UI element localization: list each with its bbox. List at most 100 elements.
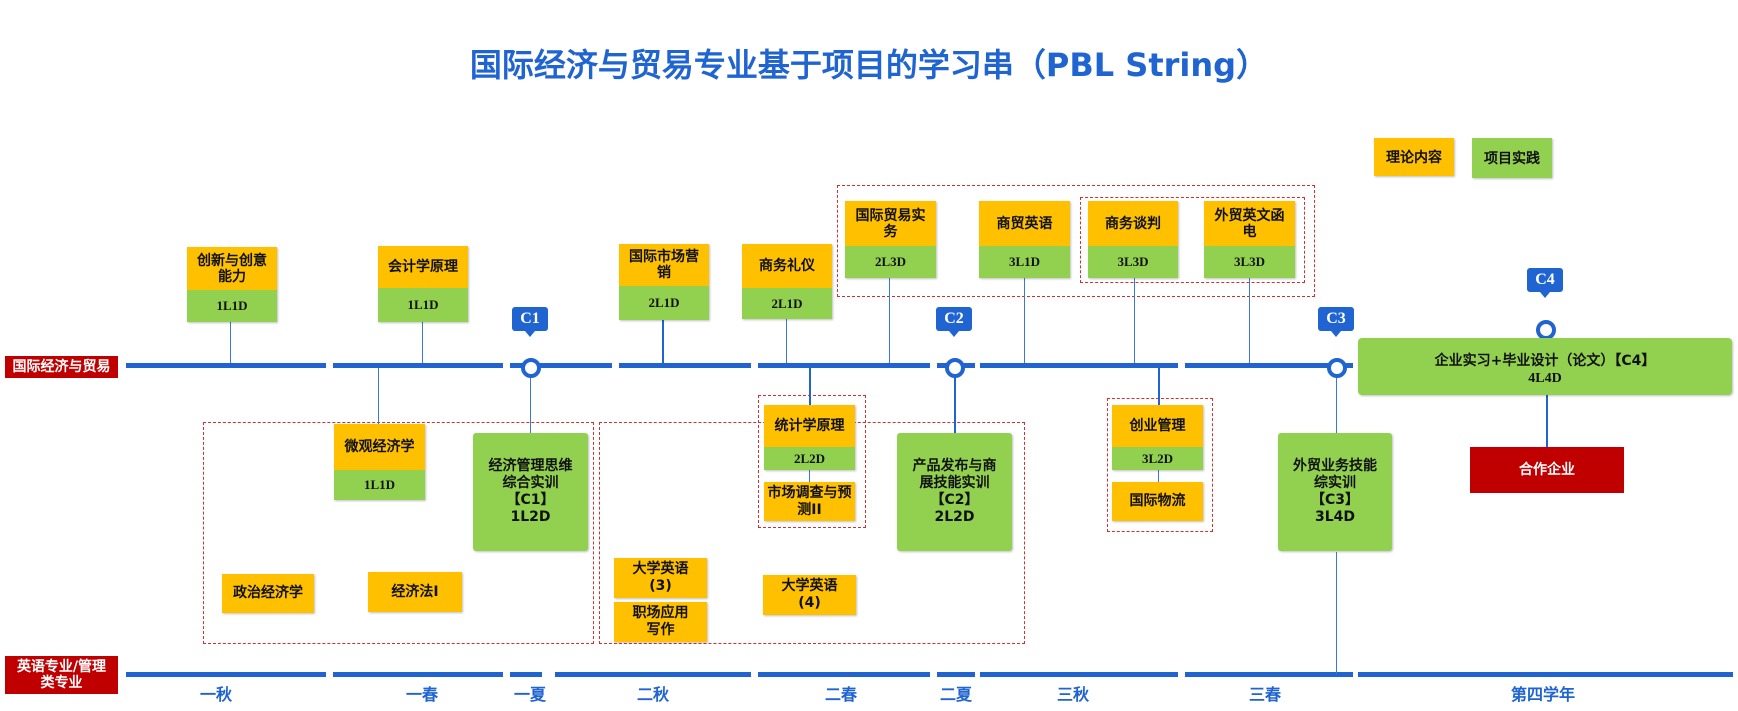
term-label: 一春 xyxy=(405,685,438,704)
course-etiquette[interactable]: 商务礼仪 2L1D xyxy=(742,244,832,319)
course-name: 外贸英文函电 xyxy=(1204,201,1295,246)
timeline-bottom-seg xyxy=(937,672,975,677)
milestone-c4-ring xyxy=(1536,320,1556,340)
course-political-economy[interactable]: 政治经济学 xyxy=(222,574,314,613)
connector xyxy=(1024,277,1025,363)
term-label: 二秋 xyxy=(636,685,669,704)
course-code: 2L2D xyxy=(764,447,855,470)
project-c1[interactable]: 经济管理思维 综合实训 【C1】 1L2D xyxy=(473,433,588,551)
course-workplace-writing[interactable]: 职场应用写作 xyxy=(614,602,707,642)
timeline-bottom-seg xyxy=(333,672,503,677)
course-code: 1L1D xyxy=(378,288,468,322)
group-year2-3-top xyxy=(837,185,1315,297)
timeline-bottom-seg xyxy=(1185,672,1353,677)
project-c2[interactable]: 产品发布与商 展技能实训 【C2】 2L2D xyxy=(897,433,1012,551)
course-economic-law[interactable]: 经济法I xyxy=(368,572,462,612)
project-c4-code: 4L4D xyxy=(1528,371,1562,386)
course-name: 国际贸易实务 xyxy=(845,201,936,246)
connector xyxy=(662,320,664,363)
course-code: 1L1D xyxy=(187,290,277,322)
course-microeconomics[interactable]: 微观经济学 1L1D xyxy=(334,424,425,500)
timeline-top-seg xyxy=(619,363,751,368)
connector xyxy=(378,368,379,424)
term-label: 三秋 xyxy=(1056,685,1089,704)
term-label: 三春 xyxy=(1248,685,1281,704)
course-english4[interactable]: 大学英语(4) xyxy=(763,575,856,615)
course-code: 1L1D xyxy=(334,470,425,500)
course-business-english[interactable]: 商贸英语 3L1D xyxy=(979,201,1070,278)
course-logistics[interactable]: 国际物流 xyxy=(1112,482,1203,521)
connector xyxy=(1158,368,1160,405)
course-code: 2L1D xyxy=(619,286,709,320)
partner-enterprise[interactable]: 合作企业 xyxy=(1470,447,1624,493)
project-c3[interactable]: 外贸业务技能 综实训 【C3】 3L4D xyxy=(1278,433,1392,551)
connector xyxy=(1249,277,1250,363)
course-code: 3L2D xyxy=(1112,447,1203,470)
timeline-bottom-seg xyxy=(126,672,326,677)
milestone-c2-pin[interactable]: C2 xyxy=(936,307,972,337)
milestone-c4-pin[interactable]: C4 xyxy=(1527,268,1563,298)
connector xyxy=(809,368,811,405)
course-name: 商务谈判 xyxy=(1088,201,1178,246)
term-label: 第四学年 xyxy=(1510,685,1575,704)
group-year3-top xyxy=(1080,197,1305,283)
project-c4-title: 企业实习+毕业设计（论文）【C4】 xyxy=(1434,353,1656,369)
group-startup xyxy=(1107,398,1213,532)
group-statistics xyxy=(758,395,866,528)
group-year1-bottom xyxy=(203,422,594,644)
term-label: 二春 xyxy=(824,685,857,704)
connector xyxy=(809,470,810,482)
connector xyxy=(889,277,890,363)
timeline-bottom-seg xyxy=(510,672,542,677)
diagram-title: 国际经济与贸易专业基于项目的学习串（PBL String） xyxy=(469,46,1269,84)
term-label: 二夏 xyxy=(939,685,972,704)
timeline-bottom-seg xyxy=(1358,672,1733,677)
milestone-c2-ring xyxy=(945,358,965,378)
connector xyxy=(786,319,787,363)
milestone-c1-pin[interactable]: C1 xyxy=(512,307,548,337)
course-correspondence[interactable]: 外贸英文函电 3L3D xyxy=(1204,201,1295,278)
course-name: 统计学原理 xyxy=(764,405,855,447)
course-trade-practice[interactable]: 国际贸易实务 2L3D xyxy=(845,201,936,278)
track-label-bottom: 英语专业/管理类专业 xyxy=(5,656,118,694)
milestone-c3-ring xyxy=(1327,358,1347,378)
connector xyxy=(422,322,423,363)
timeline-top-seg xyxy=(1185,363,1353,368)
connector xyxy=(1134,277,1135,363)
term-label: 一秋 xyxy=(199,685,232,704)
timeline-top-seg xyxy=(980,363,1178,368)
course-code: 3L3D xyxy=(1088,246,1178,278)
timeline-bottom-seg xyxy=(758,672,930,677)
course-marketing[interactable]: 国际市场营销 2L1D xyxy=(619,244,709,320)
connector xyxy=(230,322,231,363)
timeline-bottom-seg xyxy=(555,672,751,677)
course-startup[interactable]: 创业管理 3L2D xyxy=(1112,405,1203,470)
timeline-bottom-seg xyxy=(980,672,1178,677)
course-market-survey[interactable]: 市场调查与预测II xyxy=(764,482,855,521)
course-accounting[interactable]: 会计学原理 1L1D xyxy=(378,246,468,322)
connector xyxy=(1336,552,1337,674)
timeline-top-seg xyxy=(510,363,612,368)
connector xyxy=(530,372,531,434)
course-code: 2L3D xyxy=(845,246,936,278)
connector xyxy=(1158,470,1159,482)
legend-practice: 项目实践 xyxy=(1472,138,1552,178)
course-code: 2L1D xyxy=(742,288,832,319)
project-c4[interactable]: 企业实习+毕业设计（论文）【C4】 4L4D xyxy=(1358,338,1732,395)
milestone-c1-ring xyxy=(521,358,541,378)
course-english3[interactable]: 大学英语(3) xyxy=(614,558,707,598)
term-label: 一夏 xyxy=(513,685,546,704)
course-negotiation[interactable]: 商务谈判 3L3D xyxy=(1088,201,1178,278)
track-label-top: 国际经济与贸易 xyxy=(5,356,118,378)
course-code: 3L1D xyxy=(979,246,1070,278)
milestone-c3-pin[interactable]: C3 xyxy=(1318,307,1354,337)
course-code: 3L3D xyxy=(1204,246,1295,278)
course-innovation[interactable]: 创新与创意能力 1L1D xyxy=(187,247,277,322)
connector xyxy=(954,372,956,434)
timeline-top-seg xyxy=(126,363,326,368)
timeline-top-seg xyxy=(333,363,503,368)
timeline-top-seg xyxy=(758,363,930,368)
course-name: 微观经济学 xyxy=(334,424,425,470)
course-statistics[interactable]: 统计学原理 2L2D xyxy=(764,405,855,470)
